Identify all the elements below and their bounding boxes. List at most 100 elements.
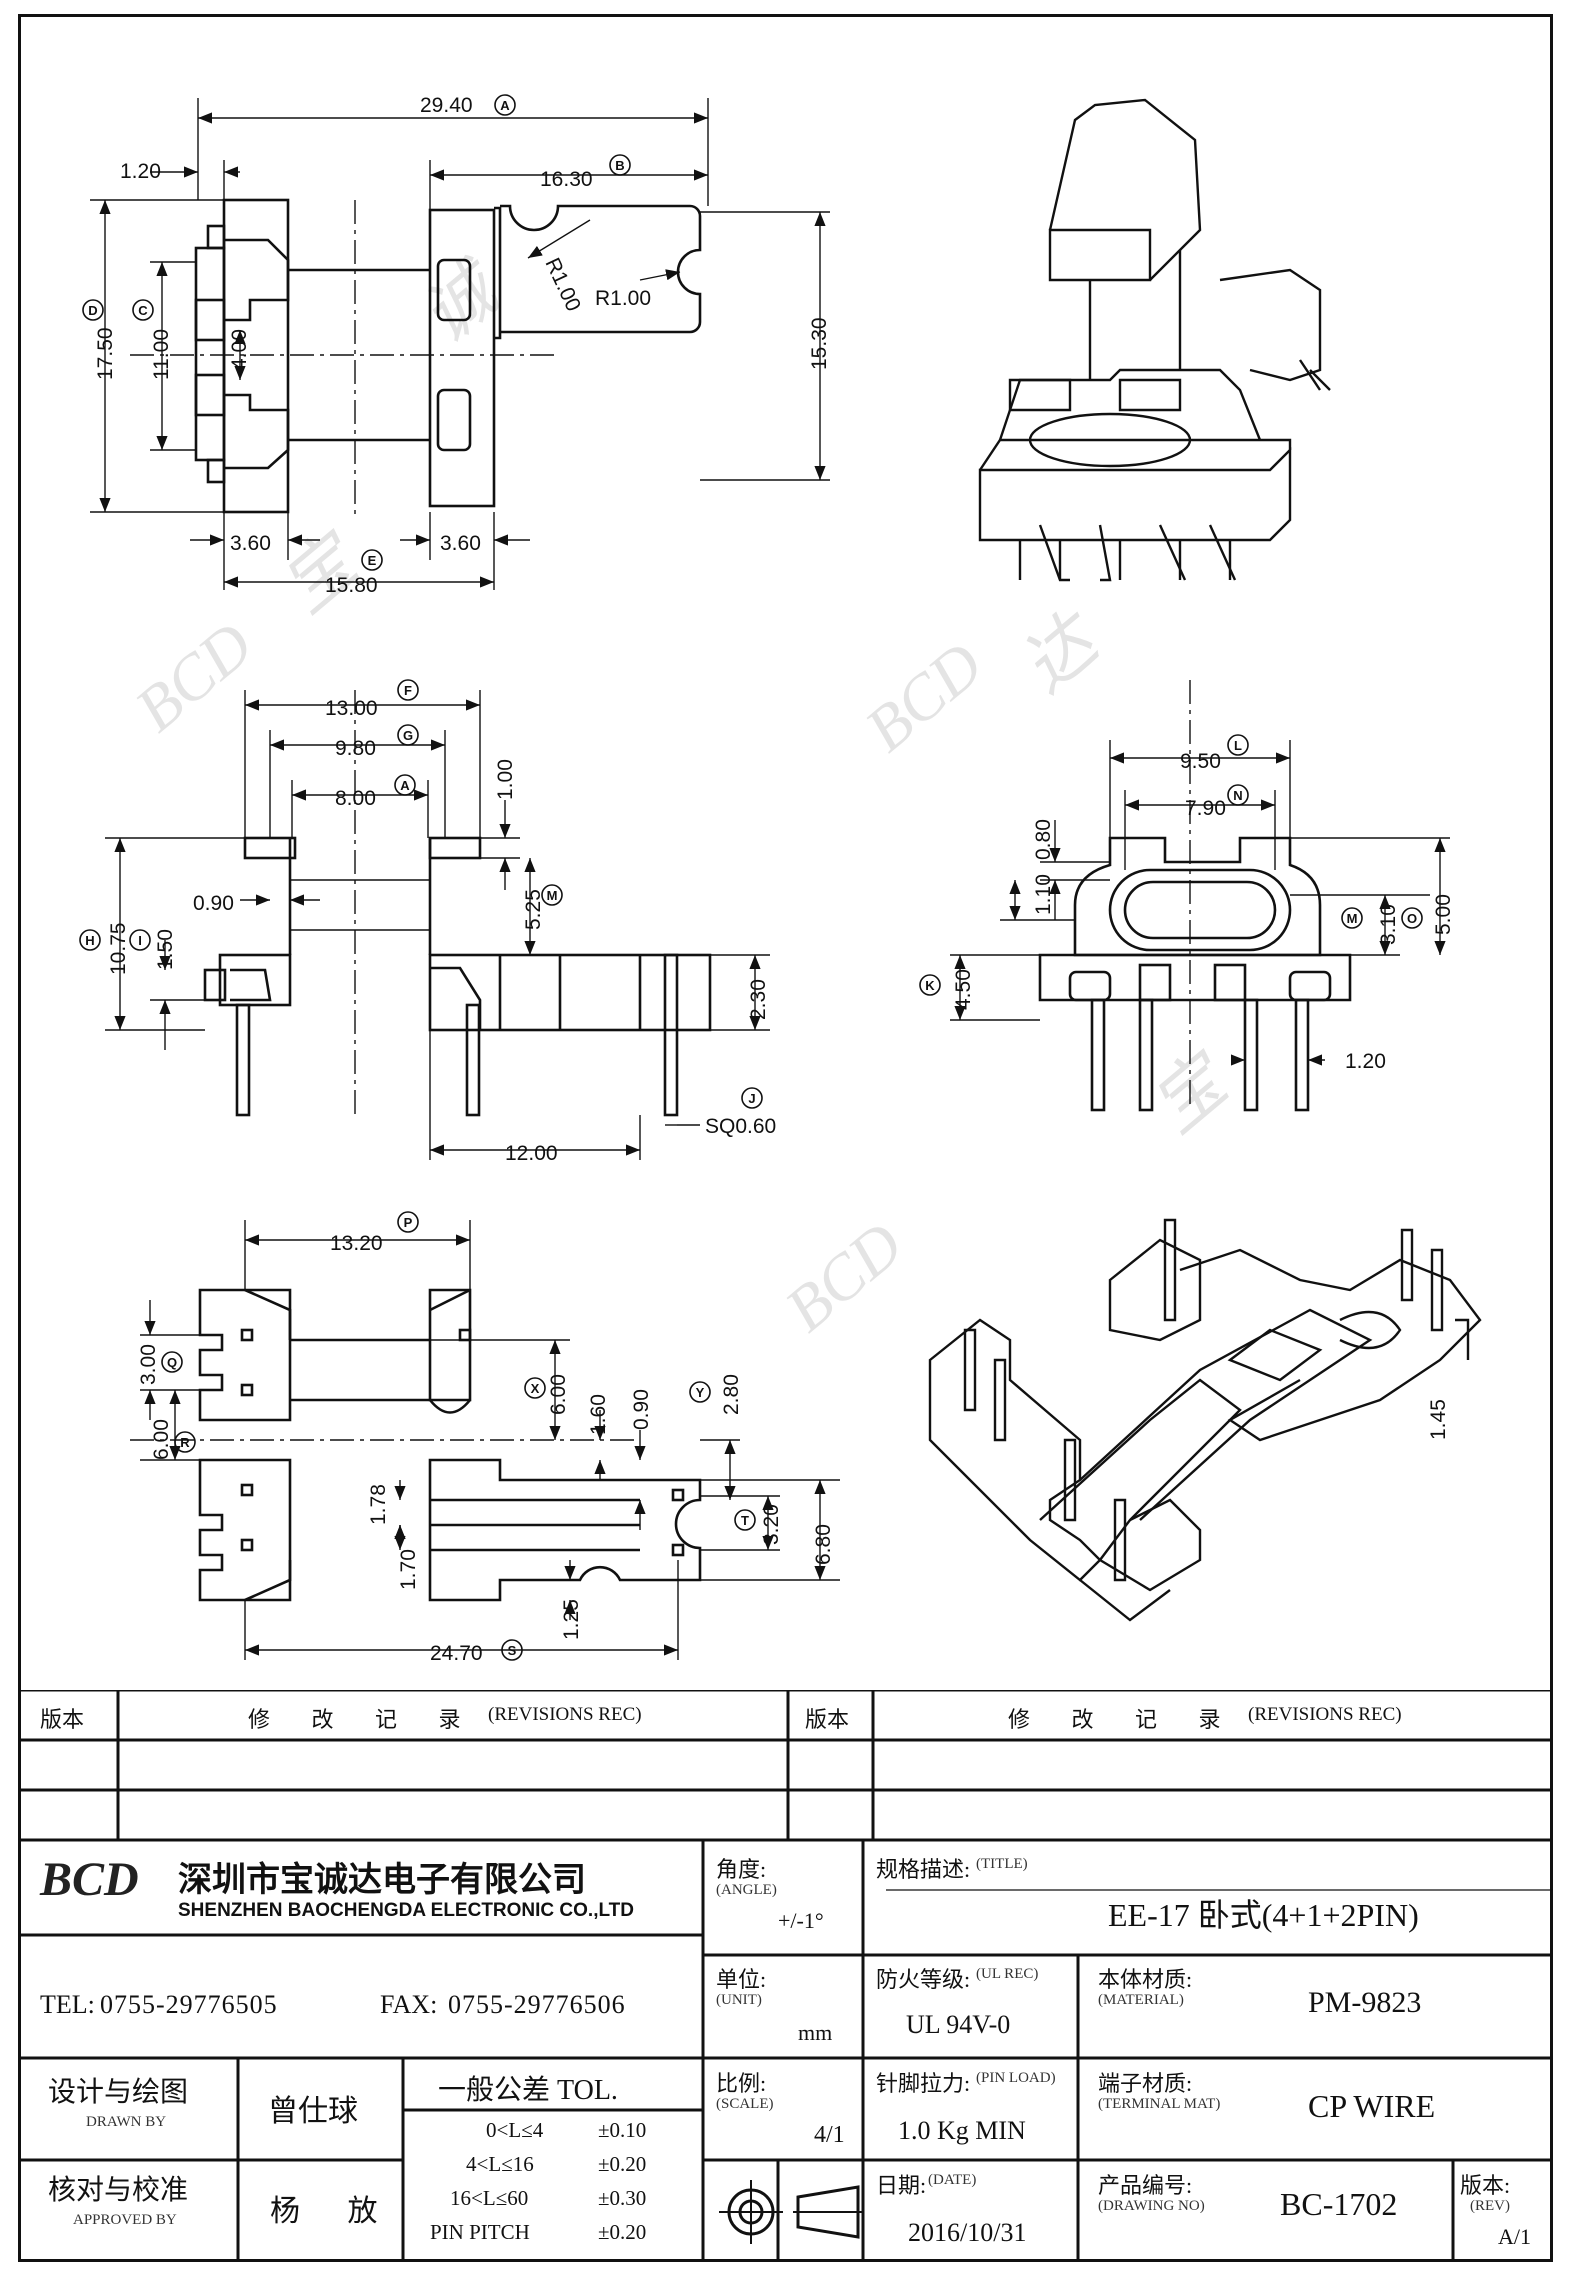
dim-text: 1.20 [1345,1050,1386,1073]
rev-col-rec-en-2: (REVISIONS REC) [1248,1704,1402,1725]
dim-text: 8.00 [335,787,376,810]
dim-text: 2.80 [720,1374,743,1415]
dim-text: 1.78 [367,1484,390,1525]
callout-bubble: Q [161,1351,183,1373]
dim-text: 29.40 [420,94,473,117]
tol-range: 4<L≤16 [466,2152,534,2176]
title-en: (TITLE) [976,1856,1028,1872]
dim-text: 6.00 [547,1374,570,1415]
callout-bubble: X [524,1377,546,1399]
tol-range: 0<L≤4 [486,2118,544,2142]
drawing-sheet [18,14,1553,2262]
svg-text:Y: Y [696,1385,705,1400]
svg-text:T: T [741,1513,749,1528]
dim-text: 24.70 [430,1642,483,1665]
svg-text:M: M [1347,911,1358,926]
rev-col-ver: 版本 [40,1707,85,1732]
svg-text:Q: Q [167,1355,177,1370]
callout-bubble: I [129,929,151,951]
tol-value: ±0.30 [598,2186,647,2210]
dim-text: 1.70 [397,1549,420,1590]
dim-text: 4.50 [952,969,975,1010]
company-logo: BCD [40,1853,139,1906]
pin-en: (PIN LOAD) [976,2070,1056,2086]
unit-en: (UNIT) [716,1992,762,2008]
bottom-view [130,1288,702,1602]
dim-text: 15.30 [808,317,831,370]
dim-text: 12.00 [505,1142,558,1165]
company-name-en: SHENZHEN BAOCHENGDA ELECTRONIC CO.,LTD [178,1900,634,1921]
callout-bubble: P [397,1211,419,1233]
svg-text:G: G [403,728,413,743]
company-tel-label: TEL: [40,1990,95,2019]
dim-text: 1.60 [587,1394,610,1435]
svg-text:L: L [1234,738,1242,753]
rev-label: 版本: [1460,2173,1511,2198]
terminal-en: (TERMINAL MAT) [1098,2096,1221,2112]
drawing-en: (DRAWING NO) [1098,2198,1205,2214]
drawing-value: BC-1702 [1280,2186,1398,2222]
tol-range: 16<L≤60 [450,2186,529,2210]
angle-value: +/-1° [778,1908,824,1933]
svg-text:A: A [500,98,510,113]
drawing-label: 产品编号: [1098,2173,1193,2198]
date-label: 日期: [876,2173,927,2198]
dim-text: 0.80 [1032,819,1055,860]
callout-bubble: R [174,1431,196,1453]
dim-text: 1.10 [1032,874,1055,915]
company-name-cn: 深圳市宝诚达电子有限公司 [178,1862,586,1899]
dim-text: 5.00 [1432,894,1455,935]
callout-bubble: T [734,1509,756,1531]
callout-bubble: O [1401,907,1423,929]
material-value: PM-9823 [1308,1986,1422,2019]
rev-value: A/1 [1498,2224,1531,2249]
angle-label: 角度: [716,1857,767,1882]
callout-bubble: S [501,1639,523,1661]
pin-value: 1.0 Kg MIN [898,2116,1026,2145]
side-view [203,690,712,1120]
callout-bubble: E [361,549,383,571]
svg-text:D: D [88,303,97,318]
dim-text: 6.80 [812,1524,835,1565]
dim-text: 7.90 [1185,797,1226,820]
pin-label: 针脚拉力: [876,2071,971,2096]
terminal-label: 端子材质: [1098,2071,1193,2096]
svg-text:B: B [615,158,624,173]
ul-label: 防火等级: [876,1967,971,1992]
tol-label: 一般公差 TOL. [438,2075,618,2106]
callout-bubble: J [741,1087,763,1109]
dim-text: 10.75 [107,922,130,975]
material-label: 本体材质: [1098,1967,1193,1992]
callout-bubble: M [541,884,563,906]
callout-bubble: A [494,94,516,116]
svg-text:O: O [1407,911,1417,926]
svg-text:R: R [180,1435,190,1450]
drawn-label: 设计与绘图 [48,2077,189,2108]
callout-bubble: M [1341,907,1363,929]
svg-text:M: M [547,888,558,903]
terminal-value: CP WIRE [1308,2088,1436,2124]
dim-text: R1.00 [595,287,651,310]
callout-bubble: Y [689,1381,711,1403]
dim-text: 11.00 [150,329,173,380]
dim-text: 1.50 [154,929,177,970]
rev-en: (REV) [1470,2198,1510,2214]
technical-drawing: 29.40 16.30 1.20 17.50 11.00 4.00 R1.00 … [79,94,1482,1665]
callout-bubble: D [82,299,104,321]
date-value: 2016/10/31 [908,2218,1027,2247]
svg-text:F: F [404,683,412,698]
callout-bubble: K [919,974,941,996]
callout-bubble: H [79,929,101,951]
top-view [130,198,702,520]
company-tel: 0755-29776505 [100,1990,278,2019]
callout-bubble: L [1227,734,1249,756]
title-block: 版本 修 改 记 录 (REVISIONS REC) 版本 修 改 记 录 (R… [18,1690,1553,2262]
dim-text: SQ0.60 [705,1115,776,1138]
approved-en: APPROVED BY [73,2212,177,2228]
callout-bubble: N [1227,784,1249,806]
svg-text:H: H [85,933,94,948]
rev-col-rec-2: 修 改 记 录 [1008,1707,1239,1732]
scale-en: (SCALE) [716,2096,774,2112]
tol-value: ±0.20 [598,2152,647,2176]
dim-text: 4.00 [228,329,251,370]
